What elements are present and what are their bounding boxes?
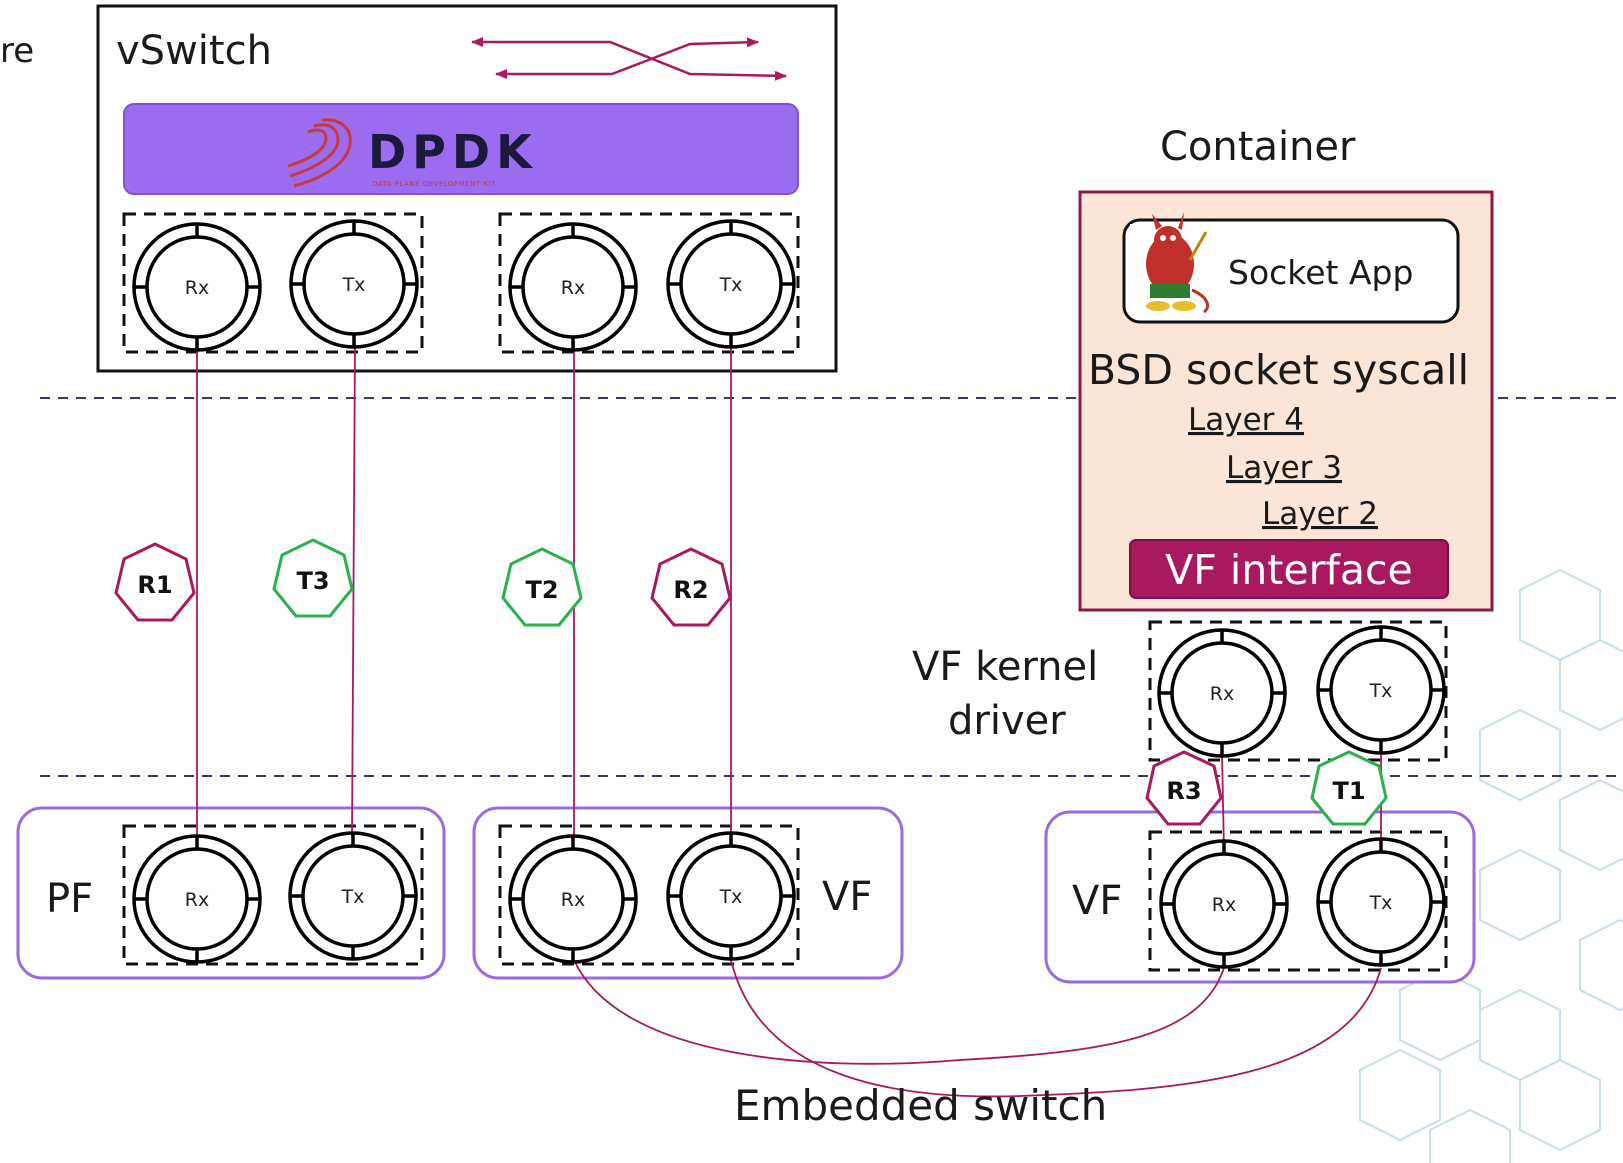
- ring-vswitch-rx1: Rx: [132, 222, 262, 352]
- ring-vswitch-tx2: Tx: [666, 219, 796, 349]
- ring-label: Tx: [719, 274, 743, 296]
- ring-vfright-rx: Rx: [1159, 839, 1289, 969]
- ring-label: Rx: [185, 277, 209, 299]
- pf-label: PF: [46, 876, 93, 922]
- vf-interface-label: VF interface: [1165, 546, 1413, 594]
- ring-label: Tx: [719, 886, 743, 908]
- dpdk-swirl-icon: [287, 118, 352, 188]
- ring-label: Rx: [1212, 894, 1236, 916]
- badge-r2: R2: [650, 547, 732, 627]
- badge-r1: R1: [114, 542, 196, 622]
- ring-label: Rx: [185, 889, 209, 911]
- vf-mid-port-group: [498, 824, 800, 966]
- kernel-port-group: [1148, 620, 1448, 762]
- ring-label: Tx: [1369, 680, 1393, 702]
- vswitch-label: vSwitch: [116, 28, 272, 74]
- bsd-daemon-icon: [1130, 212, 1214, 314]
- ring-kernel-tx: Tx: [1316, 625, 1446, 755]
- layer4-label: Layer 4: [1188, 402, 1304, 438]
- ring-label: Tx: [1369, 892, 1393, 914]
- crossing-arrows-icon: [471, 37, 787, 81]
- vf-interface-box: [1129, 539, 1449, 599]
- vf-kernel-label-line1: VF kernel: [912, 644, 1098, 690]
- pf-port-group: [122, 824, 424, 966]
- ring-pf-rx: Rx: [132, 834, 262, 964]
- badge-label: R3: [1166, 777, 1201, 805]
- badge-t2: T2: [501, 547, 583, 627]
- vf-kernel-label-line2: driver: [948, 698, 1066, 744]
- badge-r3: R3: [1145, 750, 1223, 826]
- vf-mid-label: VF: [822, 874, 872, 920]
- layer3-label: Layer 3: [1226, 450, 1342, 486]
- ring-label: Rx: [561, 889, 585, 911]
- badge-label: R2: [673, 576, 708, 604]
- badge-label: T3: [296, 567, 329, 595]
- embedded-switch-label: Embedded switch: [734, 1081, 1107, 1130]
- badge-t3: T3: [272, 538, 354, 618]
- ring-pf-tx: Tx: [288, 831, 418, 961]
- badge-t1: T1: [1310, 750, 1388, 826]
- dpdk-subtitle: DATA PLANE DEVELOPMENT KIT: [372, 180, 496, 188]
- ring-vswitch-tx1: Tx: [289, 219, 419, 349]
- ring-kernel-rx: Rx: [1157, 628, 1287, 758]
- vf-right-label: VF: [1072, 878, 1122, 924]
- ring-label: Rx: [1210, 683, 1234, 705]
- vf-right-port-group: [1148, 830, 1448, 972]
- ring-vfmid-tx: Tx: [666, 831, 796, 961]
- badge-label: T2: [525, 576, 558, 604]
- badge-label: R1: [137, 571, 172, 599]
- vswitch-port-group-left: [122, 212, 424, 354]
- bsd-syscall-label: BSD socket syscall: [1088, 346, 1469, 394]
- ring-vswitch-rx2: Rx: [508, 222, 638, 352]
- socket-app-label: Socket App: [1228, 253, 1413, 292]
- badge-label: T1: [1332, 777, 1365, 805]
- dpdk-bar: [123, 103, 799, 195]
- dpdk-logo-text: DPDK: [368, 125, 538, 179]
- container-label: Container: [1160, 124, 1356, 170]
- ring-label: Tx: [341, 886, 365, 908]
- vswitch-port-group-right: [498, 212, 800, 354]
- layer2-label: Layer 2: [1262, 496, 1378, 532]
- embedded-switch-curves: [573, 959, 1382, 1098]
- ring-vfmid-rx: Rx: [508, 834, 638, 964]
- ring-label: Rx: [561, 277, 585, 299]
- edge-label: re: [0, 31, 34, 71]
- ring-vfright-tx: Tx: [1316, 837, 1446, 967]
- ring-label: Tx: [342, 274, 366, 296]
